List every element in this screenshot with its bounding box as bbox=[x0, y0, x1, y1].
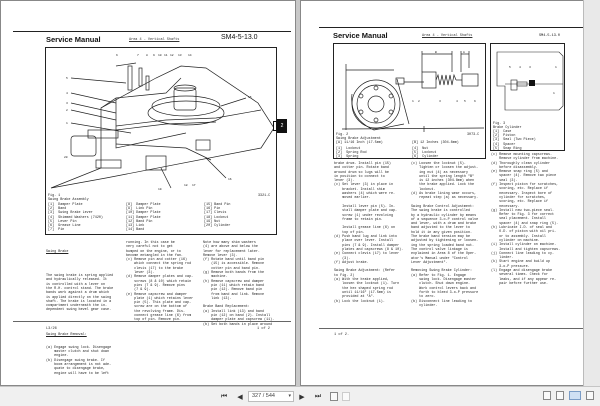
figure-2-title: Swing Brake Adjustment bbox=[336, 137, 381, 141]
right-text-col1: brake drum. Install pin (15) and cotter … bbox=[334, 162, 404, 304]
svg-text:3: 3 bbox=[439, 100, 441, 103]
svg-text:17: 17 bbox=[192, 184, 196, 187]
page-left: Service Manual Area 4 - Vertical Shafts … bbox=[0, 0, 296, 386]
section-title-swing-brake: Swing Brake bbox=[46, 249, 69, 254]
brake-cylinder-drawing: 5 4 3 1 1 bbox=[496, 51, 564, 111]
svg-text:5: 5 bbox=[66, 77, 68, 80]
single-page-view-icon[interactable] bbox=[543, 391, 551, 400]
page-header-title: Service Manual bbox=[46, 35, 101, 44]
two-page-view-icon[interactable] bbox=[556, 391, 564, 400]
svg-text:4: 4 bbox=[66, 92, 68, 95]
section-title-brake-removal: Swing Brake Removal: bbox=[46, 332, 87, 337]
svg-text:2: 2 bbox=[66, 109, 68, 112]
svg-text:18: 18 bbox=[184, 184, 188, 187]
svg-text:19: 19 bbox=[158, 188, 162, 190]
svg-text:1: 1 bbox=[66, 122, 68, 125]
svg-text:20: 20 bbox=[64, 156, 68, 159]
header-rule bbox=[319, 27, 591, 28]
left-text-col1: Swing Brake The swing brake is spring ap… bbox=[46, 241, 122, 385]
svg-text:15: 15 bbox=[248, 96, 252, 99]
svg-text:3: 3 bbox=[66, 102, 68, 105]
first-page-icon[interactable]: ⏮ bbox=[220, 392, 228, 400]
footer-left: L3/26 bbox=[46, 327, 57, 331]
page-header-code: SM4-5-13.0 bbox=[221, 34, 258, 41]
svg-text:2: 2 bbox=[418, 100, 420, 103]
page-header-subtitle: Area 4 - Vertical Shafts bbox=[422, 34, 473, 38]
svg-text:1: 1 bbox=[555, 66, 557, 69]
svg-text:4: 4 bbox=[519, 66, 521, 69]
page-header-title: Service Manual bbox=[333, 31, 388, 40]
right-text-col3: (c) Remove mounting capscrews. Remove cy… bbox=[491, 153, 561, 286]
svg-text:1: 1 bbox=[412, 100, 414, 103]
copy-page-icon[interactable] bbox=[330, 392, 338, 401]
left-text-col2: running. In this case be very careful no… bbox=[126, 241, 194, 322]
svg-text:12: 12 bbox=[170, 54, 174, 57]
last-page-icon[interactable]: ⏭ bbox=[314, 392, 322, 400]
page-dropdown-icon[interactable]: ▾ bbox=[288, 393, 291, 399]
page-header-code: SM4-5-13.0 bbox=[539, 34, 561, 38]
figure-3-brake-cylinder: 5 4 3 1 1 Fig. 3 Brake Cylinder [1] Case [2… bbox=[490, 43, 565, 151]
section-tab-marker: 2 bbox=[273, 119, 287, 133]
figure-1-parts-col3: [15] Band Pin [16] Pin [17] Clevis [18] … bbox=[204, 203, 231, 229]
figure-2-label: Fig. 2 bbox=[336, 133, 349, 137]
two-page-continuous-view-icon[interactable] bbox=[569, 391, 581, 400]
fit-width-icon[interactable] bbox=[586, 391, 594, 400]
svg-text:9: 9 bbox=[153, 54, 155, 57]
footer-rule bbox=[319, 328, 591, 329]
prev-page-icon[interactable]: ◀ bbox=[237, 393, 243, 401]
svg-text:4: 4 bbox=[456, 100, 458, 103]
svg-text:B: B bbox=[435, 51, 437, 54]
figure-3-title: Brake Cylinder bbox=[493, 126, 522, 130]
svg-text:5: 5 bbox=[464, 100, 466, 103]
vertical-scrollbar[interactable] bbox=[583, 0, 600, 386]
section-body-brake-removal: (a) Engage swing lock. Disengage master … bbox=[46, 345, 112, 376]
svg-text:8: 8 bbox=[146, 54, 148, 57]
figure-2-parts-col2: [4] Nut [5] Locknut [6] Cylinder bbox=[412, 147, 439, 159]
view-mode-buttons bbox=[543, 391, 594, 400]
svg-text:11: 11 bbox=[164, 54, 168, 57]
svg-text:1: 1 bbox=[553, 92, 555, 95]
footer-right: 1 of 2 bbox=[257, 327, 270, 331]
footer-left: 1 of 2. bbox=[334, 333, 350, 337]
export-page-icon[interactable] bbox=[342, 392, 350, 401]
svg-text:5: 5 bbox=[509, 66, 511, 69]
figure-2-dim-a: [A] 11/16 Inch (17.5mm) bbox=[336, 141, 383, 145]
svg-text:14: 14 bbox=[188, 54, 192, 57]
figure-2-ref: 3073-C bbox=[467, 133, 480, 137]
next-page-icon[interactable]: ▶ bbox=[299, 393, 305, 401]
figure-1-parts-col2: [8] Damper Plate [9] Link Pin [10] Dampe… bbox=[126, 203, 161, 233]
figure-3-label: Fig. 3 bbox=[493, 122, 506, 126]
svg-text:3: 3 bbox=[529, 66, 531, 69]
footer-rule bbox=[13, 321, 291, 322]
svg-text:13: 13 bbox=[178, 54, 182, 57]
svg-text:10: 10 bbox=[158, 54, 162, 57]
figure-2-swing-brake-adjustment: B A 1 2 3 4 5 6 Fig. 2 Swing Brake Adjustment… bbox=[333, 43, 486, 159]
left-text-col3: Note how many shim washers (4) are above… bbox=[203, 241, 274, 327]
svg-text:A: A bbox=[463, 51, 465, 54]
figure-1-parts-col1: [1] Damper Plate [2] Band [3] Swing Brak… bbox=[48, 203, 103, 233]
figure-2-dim-b: [B] 12 Inches (304.8mm) bbox=[412, 141, 459, 145]
page-header-subtitle: Area 4 - Vertical Shafts bbox=[129, 38, 180, 42]
svg-text:6: 6 bbox=[474, 100, 476, 103]
header-rule bbox=[13, 31, 291, 32]
figure-2-parts-col1: [1] Locknut [2] Spring Rod [3] Spring bbox=[336, 147, 367, 159]
page-right: Service Manual Area 4 - Vertical Shafts … bbox=[300, 0, 596, 386]
figure-1-ref: 3321-C bbox=[258, 194, 271, 198]
brake-adjustment-drawing: B A 1 2 3 4 5 6 bbox=[341, 51, 485, 132]
page-number-input[interactable]: 327 / 544▾ bbox=[248, 391, 294, 402]
page-gutter bbox=[296, 0, 300, 386]
pdf-toolbar: ⏮ ◀ 327 / 544▾ ▶ ⏭ bbox=[0, 386, 600, 406]
figure-1-label: Fig. 1 bbox=[48, 194, 61, 198]
figure-3-parts: [1] Case [2] Piston [3] Seal (Two Piece)… bbox=[493, 130, 536, 151]
figure-1-title: Swing Brake Assembly bbox=[48, 198, 89, 202]
section-body-swing-brake: The swing brake is spring applied and hy… bbox=[46, 274, 114, 313]
svg-text:16: 16 bbox=[228, 178, 232, 181]
svg-text:7: 7 bbox=[137, 54, 139, 57]
svg-text:6: 6 bbox=[116, 54, 118, 57]
right-text-col2: (c) Loosen the locknut (5). Tighten or l… bbox=[411, 162, 479, 308]
